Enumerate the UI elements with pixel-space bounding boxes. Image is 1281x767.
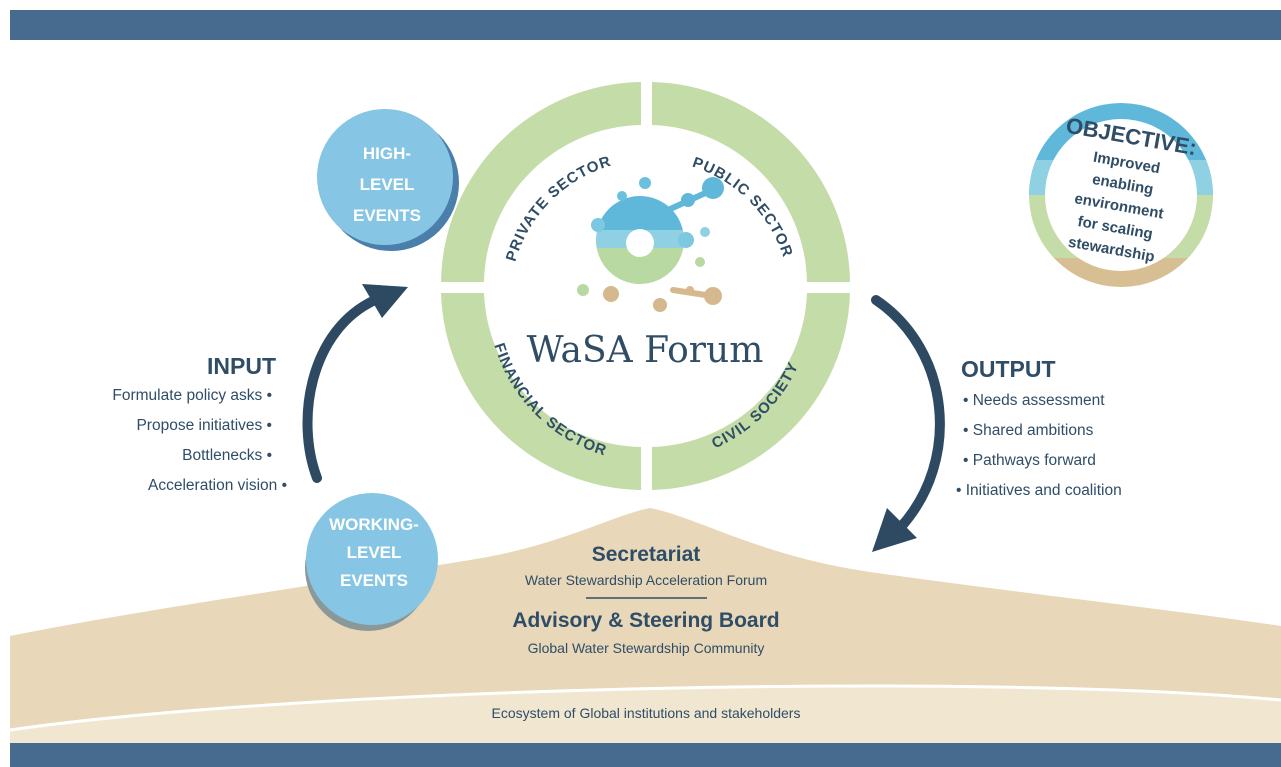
ecosystem-divider — [9, 684, 1281, 732]
input-item: Acceleration vision • — [148, 477, 287, 494]
splash-logo-icon — [577, 177, 724, 312]
bottom-banner — [10, 743, 1281, 767]
sector-ring — [441, 82, 850, 490]
output-title: OUTPUT — [961, 356, 1056, 382]
working-level-line3: EVENTS — [340, 571, 408, 590]
high-level-line1: HIGH- — [363, 144, 411, 163]
sand-hill — [10, 508, 1281, 743]
input-arrowhead — [362, 284, 408, 318]
secretariat-title: Secretariat — [592, 543, 701, 566]
output-arrow — [871, 295, 945, 533]
high-level-events-circle — [317, 109, 453, 245]
output-item: • Shared ambitions — [963, 422, 1094, 439]
ecosystem-strip — [10, 685, 1281, 743]
output-item: • Needs assessment — [963, 392, 1105, 409]
output-item: • Pathways forward — [963, 452, 1096, 469]
input-item: Propose initiatives • — [136, 417, 272, 434]
sector-civil — [652, 293, 850, 490]
input-item: Bottlenecks • — [182, 447, 272, 464]
top-banner — [10, 10, 1281, 40]
output-item: • Initiatives and coalition — [956, 482, 1122, 499]
input-item: Formulate policy asks • — [112, 387, 272, 404]
board-subtitle: Global Water Stewardship Community — [528, 640, 765, 656]
secretariat-subtitle: Water Stewardship Acceleration Forum — [525, 572, 767, 588]
wasa-forum-title: WaSA Forum — [527, 330, 764, 371]
input-arrow — [302, 295, 380, 483]
working-level-line2: LEVEL — [347, 543, 402, 562]
input-title: INPUT — [207, 353, 276, 379]
working-level-events-circle — [306, 493, 438, 625]
board-title: Advisory & Steering Board — [512, 609, 779, 632]
high-level-line3: EVENTS — [353, 206, 421, 225]
sector-public — [652, 82, 850, 282]
high-level-line2: LEVEL — [360, 175, 415, 194]
output-arrowhead — [872, 508, 917, 552]
working-level-line1: WORKING- — [329, 515, 419, 534]
ecosystem-label: Ecosystem of Global institutions and sta… — [492, 705, 801, 721]
sector-financial — [441, 293, 641, 490]
sector-private — [441, 82, 641, 282]
